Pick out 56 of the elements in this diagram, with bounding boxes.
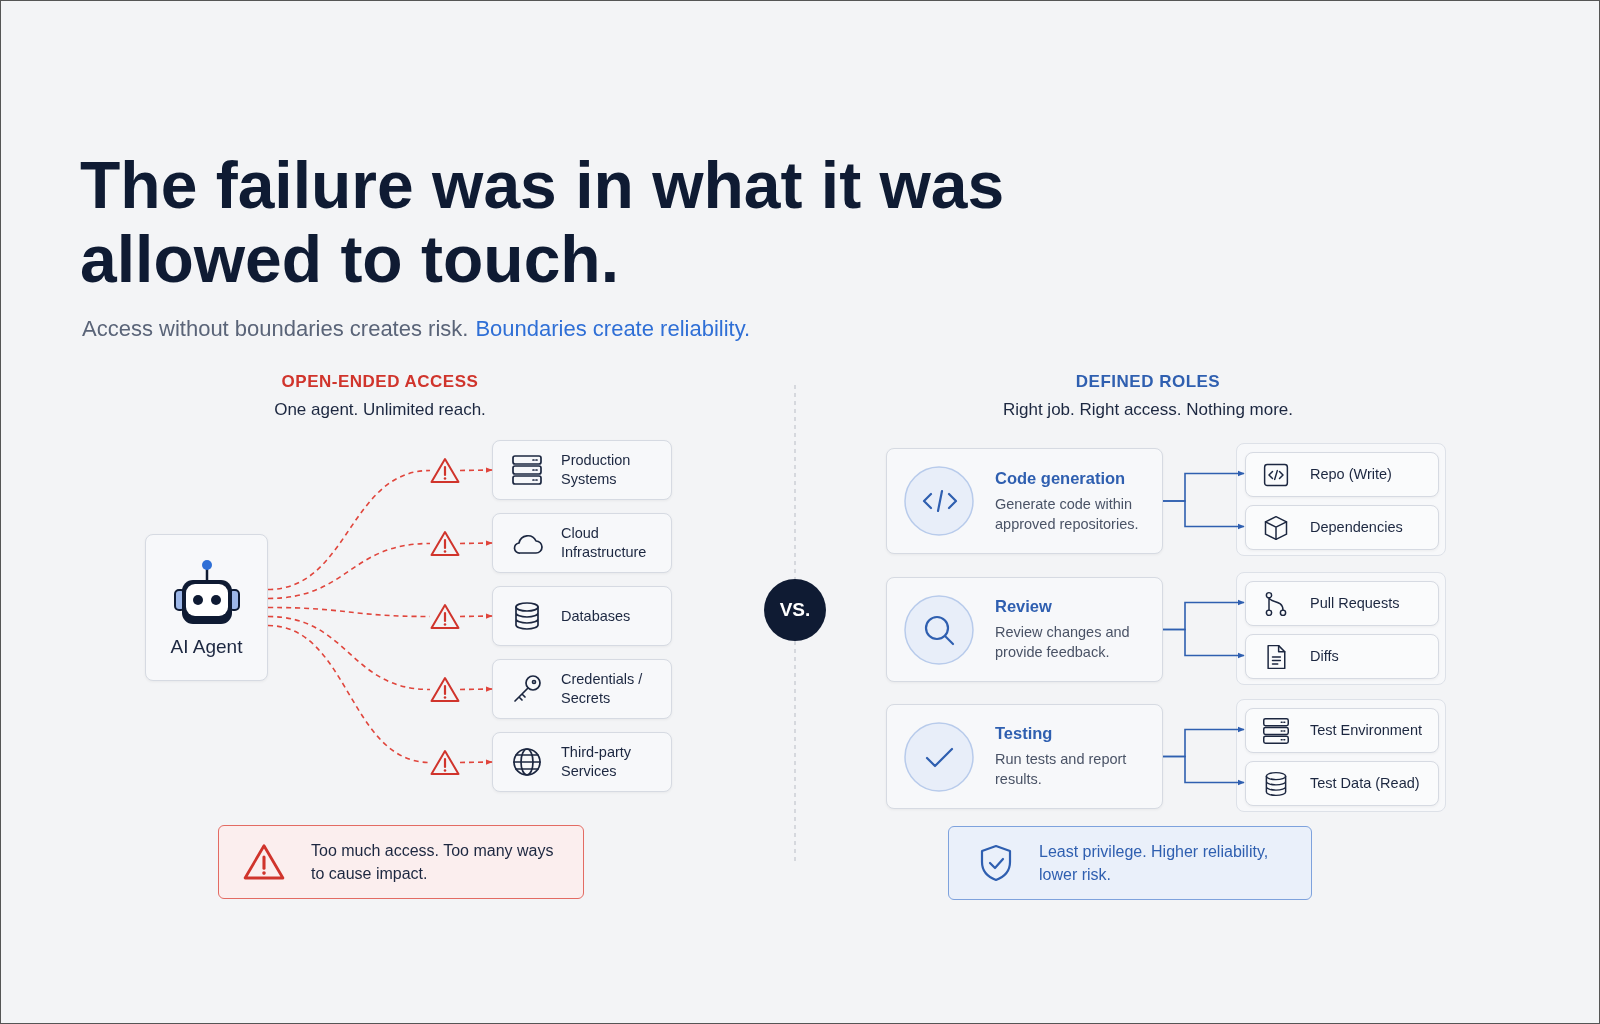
resource-card (1245, 634, 1439, 679)
role-card (886, 448, 1163, 554)
role-card (886, 704, 1163, 809)
role-title: Testing (995, 724, 1054, 743)
node-label: Diffs (1310, 647, 1339, 666)
node-label: Credentials / Secrets (561, 670, 644, 708)
connector-arrow (1162, 755, 1245, 786)
warning-callout (218, 825, 584, 899)
resource-card (1245, 505, 1439, 550)
role-description: Review changes and provide feedback. (995, 623, 1131, 662)
connector-arrow (1162, 500, 1245, 530)
resource-card (1245, 581, 1439, 626)
resource-card (492, 586, 672, 646)
connector-arrow (459, 613, 493, 619)
section-heading: OPEN-ENDED ACCESS (280, 372, 480, 392)
node-label: Production Systems (561, 451, 632, 489)
resource-card (492, 440, 672, 500)
resource-card (1245, 761, 1439, 806)
connector-arrow (459, 759, 493, 765)
title: The failure was in what it was allowed to touch. (80, 148, 1006, 296)
section-subtitle: Right job. Right access. Nothing more. (1001, 400, 1295, 420)
resource-card (492, 659, 672, 719)
resource-card (492, 732, 672, 792)
node-label: Test Environment (1310, 721, 1423, 740)
connector-arrow (459, 540, 493, 546)
info-callout (948, 826, 1312, 900)
connector-arrow (459, 467, 493, 473)
role-title: Code generation (995, 468, 1127, 488)
role-card (886, 577, 1163, 682)
callout-text: Least privilege. Higher reliability, lower risk. (1039, 842, 1270, 885)
section-heading: DEFINED ROLES (1074, 372, 1222, 392)
section-subtitle: One agent. Unlimited reach. (273, 400, 487, 420)
node-label: Third-party Services (561, 743, 633, 781)
connector-arrow (459, 686, 493, 692)
node-label: Databases (561, 606, 632, 626)
subtitle: Boundaries create reliability. (475, 316, 751, 342)
group-panel (1236, 443, 1446, 556)
node-label: AI Agent (170, 635, 243, 658)
node-label: Repo (Write) (1310, 465, 1392, 484)
connector-arrow (1162, 628, 1245, 659)
role-description: Run tests and report results. (995, 750, 1128, 789)
group-panel (1236, 572, 1446, 685)
role-title: Review (995, 597, 1053, 616)
node-label: Pull Requests (1310, 594, 1400, 613)
node-label: Test Data (Read) (1310, 774, 1420, 793)
resource-card (1245, 452, 1439, 497)
callout-text: Too much access. Too many ways to cause impact. (311, 841, 555, 884)
group-panel (1236, 699, 1446, 812)
role-description: Generate code within approved repositories. (995, 494, 1140, 534)
agent-card (145, 534, 268, 681)
node-label: Dependencies (1310, 518, 1403, 537)
resource-card (492, 513, 672, 573)
versus-circle: VS. (764, 579, 826, 641)
subtitle: Access without boundaries creates risk. (82, 316, 469, 342)
node-label: Cloud Infrastructure (561, 524, 648, 562)
resource-card (1245, 708, 1439, 753)
